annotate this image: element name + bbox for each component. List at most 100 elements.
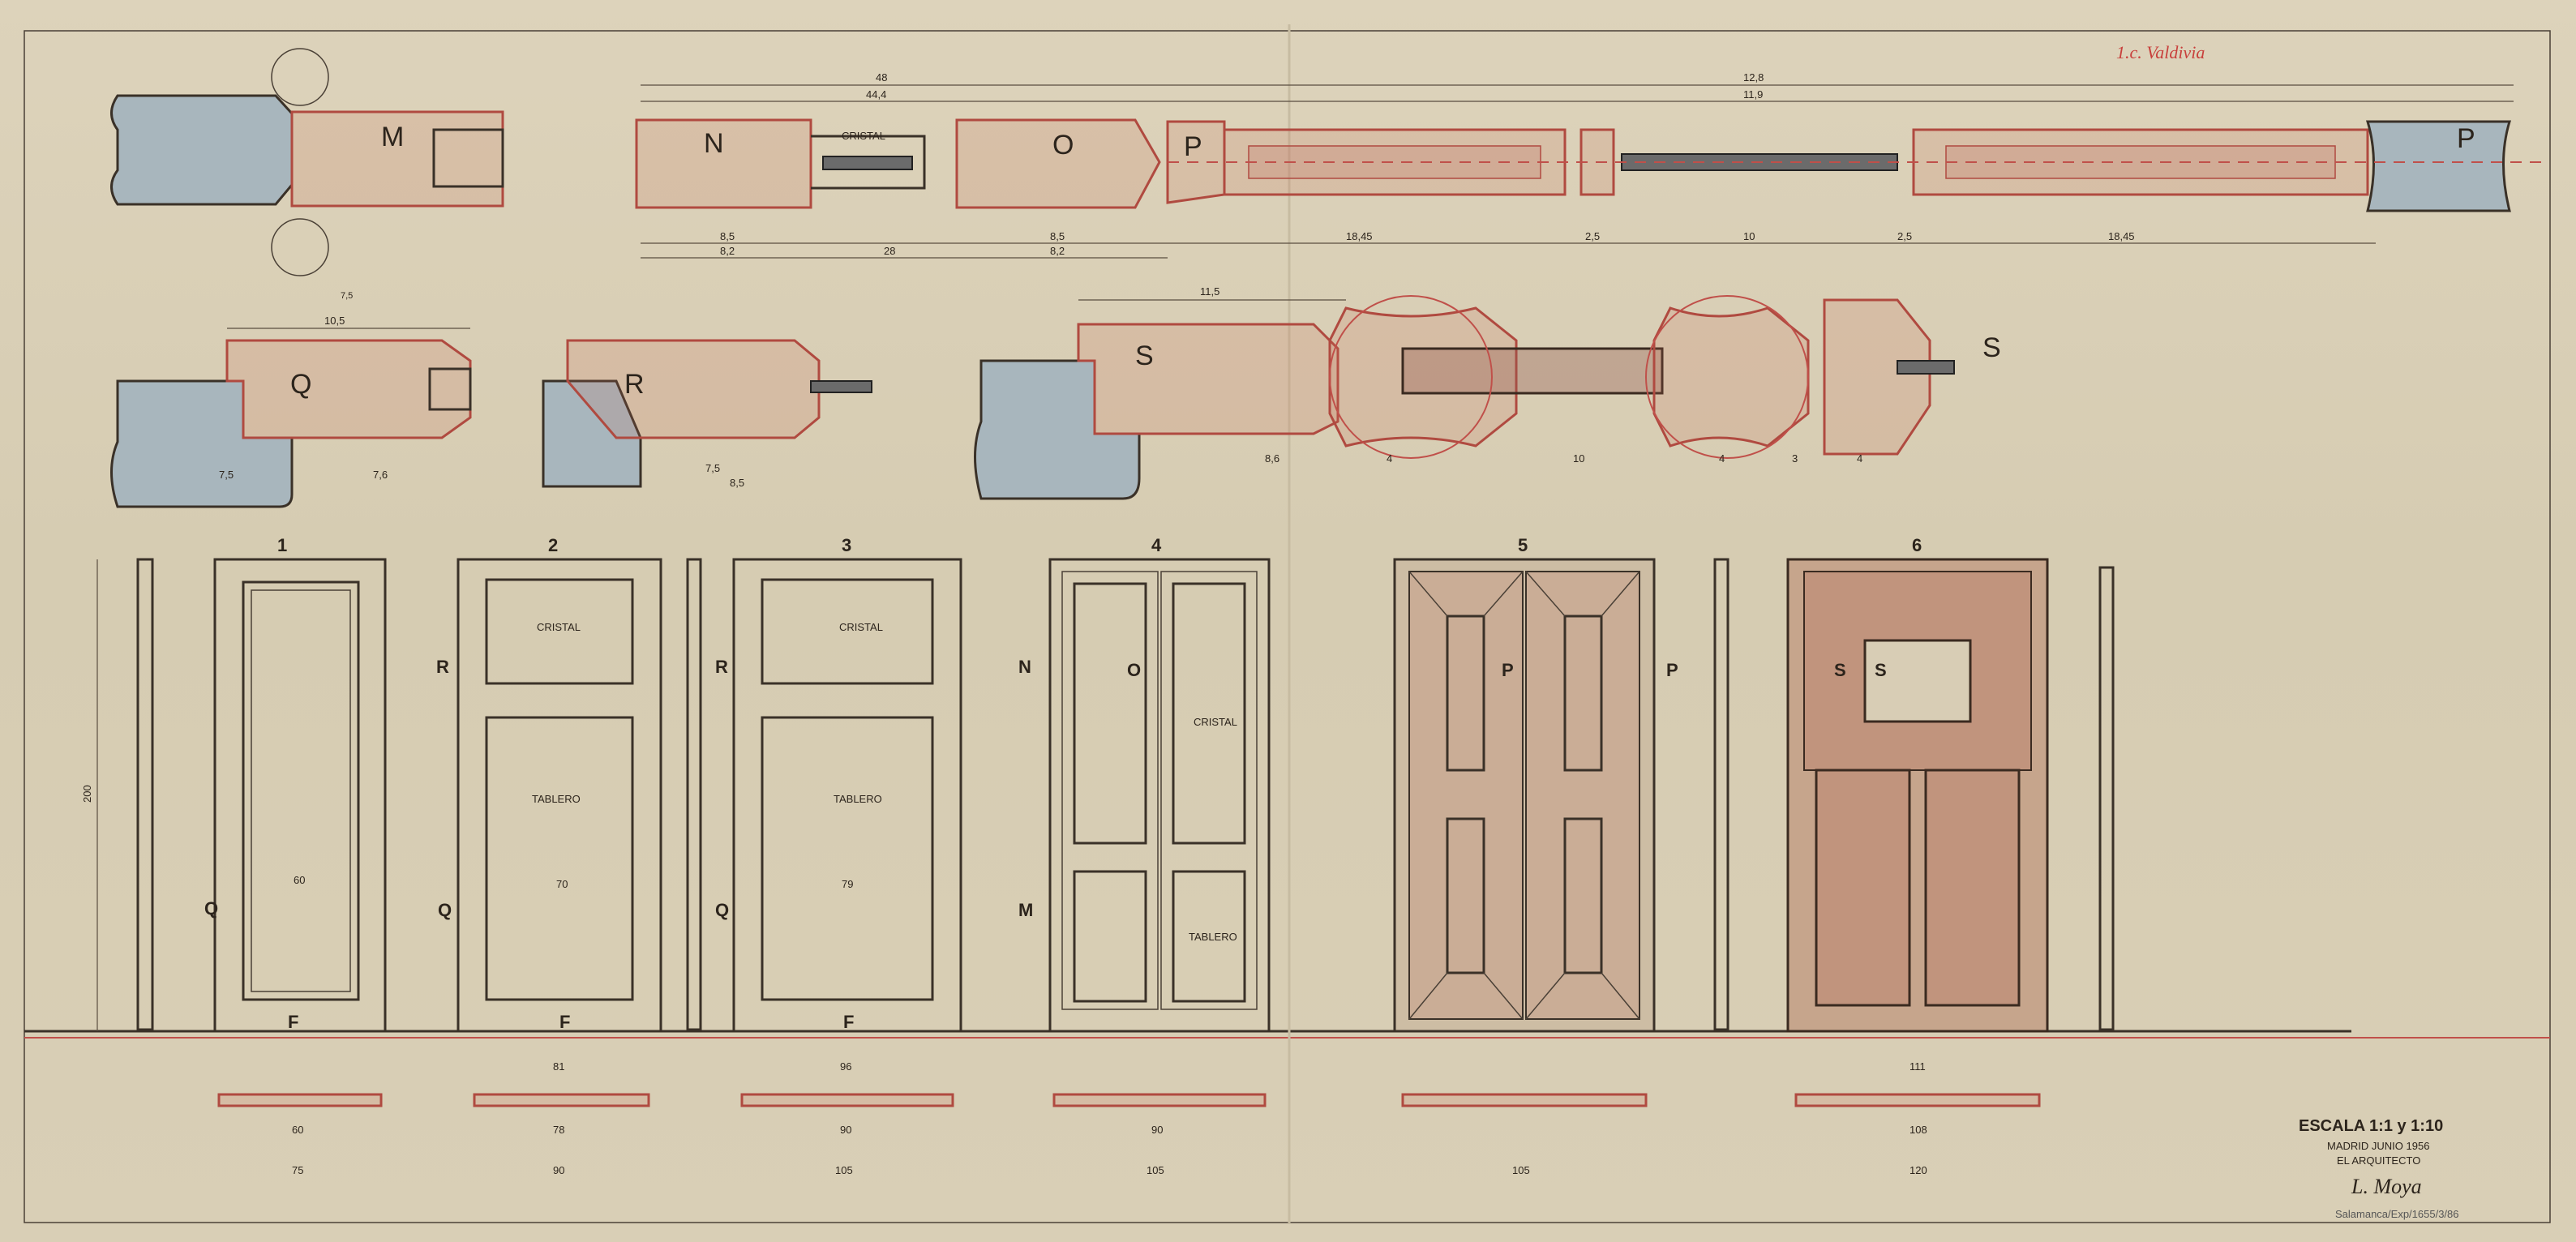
dim-q-75: 7,5 [219, 469, 234, 481]
sheet-border [24, 30, 2551, 1223]
dim-d5-b105: 105 [1512, 1164, 1530, 1176]
door-elevation-2: CRISTAL TABLERO R Q F 70 81 78 90 [436, 558, 702, 1176]
dim-n-82: 8,2 [720, 245, 735, 257]
dim-s-4c: 4 [1857, 452, 1862, 465]
dim-d2-b90: 90 [553, 1164, 564, 1176]
dim-d3-w: 79 [842, 878, 853, 890]
marker-q1: Q [204, 898, 218, 919]
dim-p-10: 10 [1743, 230, 1755, 242]
section-label-p-right: P [2457, 123, 2475, 154]
dim-d6-b111: 111 [1909, 1060, 1926, 1073]
dim-top-119: 11,9 [1743, 88, 1763, 101]
section-q: Q 10,5 7,5 7,6 [110, 315, 472, 508]
door-elevation-5: P P 105 [1393, 558, 1678, 1176]
marker-s6r: S [1875, 660, 1887, 680]
marker-f2: F [559, 1012, 570, 1032]
dim-p-25a: 2,5 [1585, 230, 1600, 242]
dim-top-48: 48 [876, 71, 887, 84]
title-date: MADRID JUNIO 1956 [2327, 1140, 2429, 1152]
dim-top-128: 12,8 [1743, 71, 1764, 84]
section-label-r: R [624, 369, 645, 400]
door-number-5: 5 [1518, 535, 1528, 555]
architect-signature: L. Moya [2351, 1175, 2422, 1198]
dim-o-85: 8,5 [1050, 230, 1065, 242]
dim-r-75: 7,5 [705, 462, 720, 474]
label-tablero-3: TABLERO [834, 793, 882, 805]
dim-d1-b60: 60 [292, 1124, 303, 1136]
door-number-4: 4 [1151, 535, 1162, 555]
section-label-n: N [704, 128, 724, 159]
jamb-profile-5 [1713, 558, 1729, 1031]
dim-d1-b75: 75 [292, 1164, 303, 1176]
label-cristal-3: CRISTAL [839, 621, 883, 633]
door-number-2: 2 [548, 535, 558, 555]
section-label-q: Q [290, 369, 311, 400]
marker-m4: M [1018, 900, 1033, 920]
dim-m-75: 7,5 [341, 291, 353, 301]
label-tablero-4: TABLERO [1189, 931, 1237, 943]
section-label-s-left: S [1135, 340, 1154, 371]
dim-q-76: 7,6 [373, 469, 388, 481]
dim-d2-b81: 81 [553, 1060, 564, 1073]
dim-s-86: 8,6 [1265, 452, 1279, 465]
label-cristal-n: CRISTAL [842, 130, 885, 142]
door-number-1: 1 [277, 535, 287, 555]
dim-n-85: 8,5 [720, 230, 735, 242]
dim-d4-b105: 105 [1147, 1164, 1164, 1176]
title-scale: ESCALA 1:1 y 1:10 [2299, 1117, 2443, 1135]
marker-q3: Q [715, 900, 729, 920]
dim-p-1845b: 18,45 [2108, 230, 2135, 242]
title-block: ESCALA 1:1 y 1:10 MADRID JUNIO 1956 EL A… [2299, 1117, 2459, 1220]
door-number-6: 6 [1912, 535, 1922, 555]
dim-top-444: 44,4 [866, 88, 886, 101]
door-elevation-1: 200 60 Q F 60 75 [81, 558, 387, 1176]
dim-d4-b90: 90 [1151, 1124, 1163, 1136]
label-cristal-4: CRISTAL [1194, 716, 1237, 728]
dim-s-4b: 4 [1719, 452, 1725, 465]
marker-f3: F [843, 1012, 854, 1032]
dim-n-28: 28 [884, 245, 895, 257]
jamb-profile-6 [2098, 566, 2115, 1031]
dim-d3-b105: 105 [835, 1164, 853, 1176]
dim-d2-b78: 78 [553, 1124, 564, 1136]
marker-p5l: P [1502, 660, 1514, 680]
dim-s-115: 11,5 [1200, 285, 1219, 298]
marker-p5r: P [1666, 660, 1678, 680]
section-label-m: M [381, 122, 404, 152]
dim-d3-b96: 96 [840, 1060, 851, 1073]
label-cristal-2: CRISTAL [537, 621, 581, 633]
marker-s6l: S [1834, 660, 1846, 680]
door-elevation-4: CRISTAL TABLERO N O M 90 105 [1018, 558, 1271, 1176]
archive-reference: Salamanca/Exp/1655/3/86 [2335, 1208, 2459, 1220]
dim-o-82: 8,2 [1050, 245, 1065, 257]
dim-d3-b90: 90 [840, 1124, 851, 1136]
section-s: S S 11,5 8,6 4 10 4 3 4 [974, 285, 2001, 500]
door-elevation-3: CRISTAL TABLERO R Q F 79 96 90 105 [715, 558, 962, 1176]
dim-d1-w: 60 [294, 874, 305, 886]
section-label-p-top: P [1184, 131, 1202, 162]
section-n-o: N O CRISTAL 48 44,4 8,5 8,5 8,2 28 8,2 [635, 71, 1168, 259]
dim-s-3: 3 [1792, 452, 1798, 465]
dim-d1-h: 200 [81, 785, 93, 803]
marker-f1: F [288, 1012, 298, 1032]
marker-q2: Q [438, 900, 452, 920]
marker-r2: R [436, 657, 449, 677]
section-label-o: O [1052, 130, 1074, 161]
dim-d6-b120: 120 [1909, 1164, 1927, 1176]
section-label-s-right: S [1982, 332, 2001, 363]
label-tablero-2: TABLERO [532, 793, 581, 805]
marker-n4: N [1018, 657, 1031, 677]
door-elevation-6: S S 111 108 120 [1786, 558, 2049, 1176]
dim-s-4a: 4 [1387, 452, 1392, 465]
title-role: EL ARQUITECTO [2337, 1154, 2420, 1167]
dim-s-10: 10 [1573, 452, 1584, 465]
section-m: M 7,5 [110, 48, 504, 301]
dim-p-1845a: 18,45 [1346, 230, 1373, 242]
dim-p-25b: 2,5 [1897, 230, 1912, 242]
dim-d6-b108: 108 [1909, 1124, 1927, 1136]
section-r: R 7,5 8,5 [542, 339, 872, 489]
dim-d2-w: 70 [556, 878, 568, 890]
header-note: 1.c. Valdivia [2116, 42, 2205, 62]
